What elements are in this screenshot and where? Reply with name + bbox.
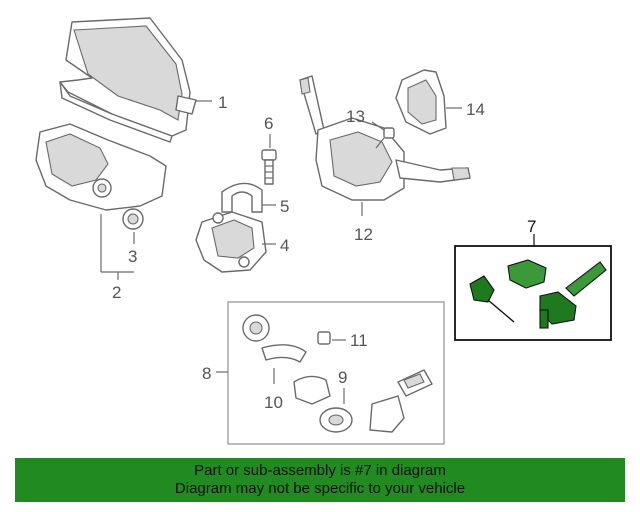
parts-diagram: 1 2 3 6 5 4 <box>35 17 612 445</box>
callout-1: 1 <box>218 93 227 112</box>
banner-line-2: Diagram may not be specific to your vehi… <box>174 480 466 497</box>
illumination-ring-part <box>293 375 353 433</box>
callout-8: 8 <box>202 364 211 383</box>
callout-7: 7 <box>527 217 536 236</box>
bolt-part <box>261 149 277 185</box>
small-screw-part <box>317 331 331 345</box>
callout-11: 11 <box>350 331 368 350</box>
callout-13-leader <box>371 121 385 131</box>
callout-4: 4 <box>280 236 289 255</box>
lock-housing-part <box>195 211 267 273</box>
callout-5: 5 <box>280 197 289 216</box>
callout-9: 9 <box>338 368 347 387</box>
callout-6: 6 <box>264 114 273 133</box>
callout-3: 3 <box>128 247 137 266</box>
banner-line-1: Part or sub-assembly is #7 in diagram <box>194 462 446 479</box>
callout-14: 14 <box>466 100 485 119</box>
screw-part <box>375 127 395 149</box>
callout-12: 12 <box>354 225 373 244</box>
key-fob-part <box>369 369 433 433</box>
subassembly-7-box <box>454 245 612 341</box>
callout-13: 13 <box>346 107 365 126</box>
bracket-part <box>221 182 263 213</box>
combination-switch-part <box>299 75 471 201</box>
lower-shroud-part <box>35 123 167 211</box>
callout-10: 10 <box>264 393 283 412</box>
ignition-switch-part <box>242 314 307 363</box>
grommet-part <box>122 208 144 230</box>
compatibility-banner: Part or sub-assembly is #7 in diagram Di… <box>15 458 625 502</box>
key-blade-part[interactable] <box>539 261 607 329</box>
lock-cylinder-part[interactable] <box>469 275 515 323</box>
key-head-part[interactable] <box>507 259 547 289</box>
upper-shroud-part <box>59 17 197 143</box>
subassembly-8-box <box>227 301 445 445</box>
callout-2: 2 <box>112 283 121 302</box>
clock-spring-part <box>395 69 447 135</box>
